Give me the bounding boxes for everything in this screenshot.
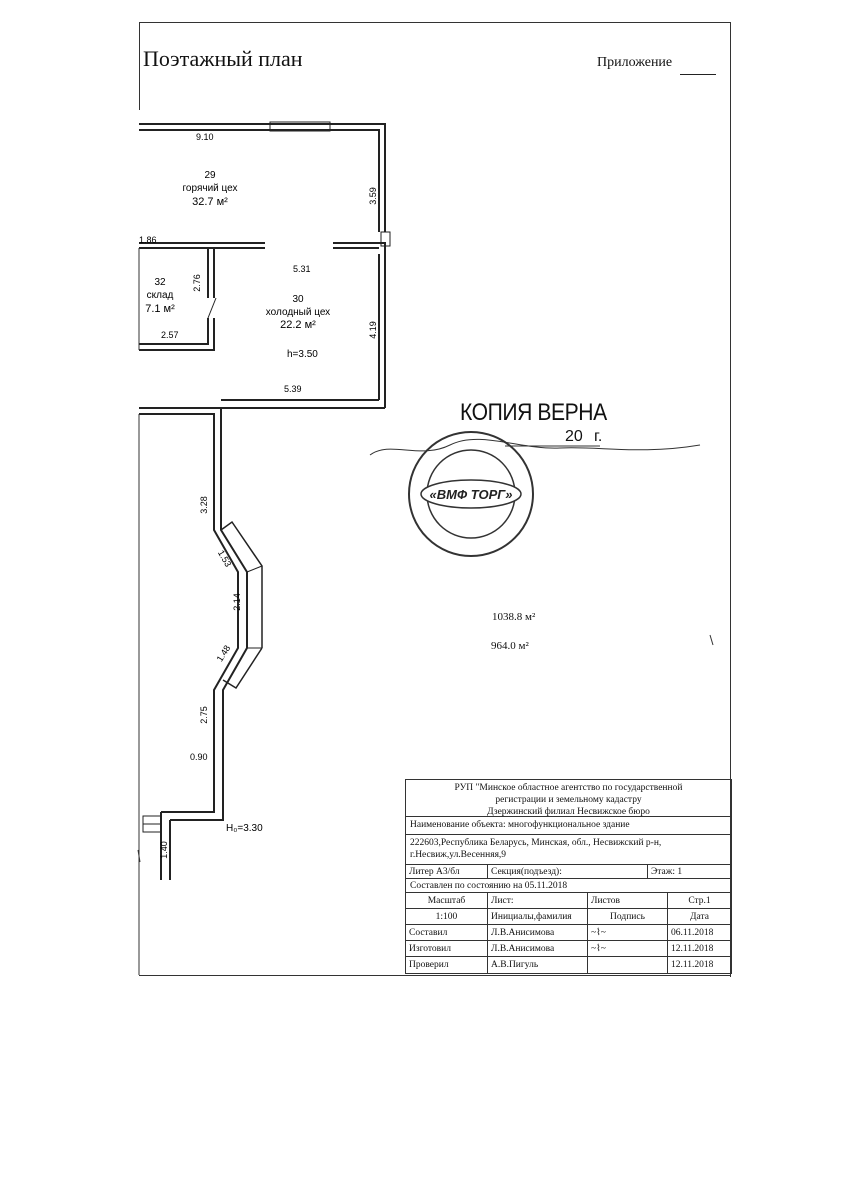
- partition-32-bottom: [139, 318, 215, 351]
- frame-right-border: [730, 22, 731, 977]
- room-30-name: холодный цех: [266, 307, 330, 318]
- organization: РУП "Минское областное агентство по госу…: [406, 780, 731, 817]
- dim-2-57: 2.57: [161, 330, 179, 340]
- frame-top-border: [139, 22, 731, 23]
- dim-5-39: 5.39: [284, 384, 302, 394]
- dim-1-86: 1.86: [139, 235, 157, 245]
- object-address: 222603,Республика Беларусь, Минская, обл…: [406, 835, 731, 865]
- liter-row: Литер А3/бл Секция(подъезд): Этаж: 1: [406, 865, 731, 879]
- partition-32-right: [207, 248, 215, 298]
- compiled-state: Составлен по состоянию на 05.11.2018: [406, 879, 731, 893]
- door-room-32: [207, 297, 217, 319]
- room-29-name: горячий цех: [183, 183, 238, 194]
- outer-wall-inner-line: [139, 413, 239, 813]
- entry-height-label: H₀=3.30: [226, 823, 263, 834]
- stamp-year-suffix: г.: [594, 428, 603, 445]
- dim-3-28: 3.28: [199, 496, 209, 514]
- room-30-number: 30: [292, 294, 304, 305]
- page-title: Поэтажный план: [143, 46, 303, 71]
- room-32-area: 7.1 м²: [145, 303, 175, 315]
- dim-3-59: 3.59: [368, 187, 378, 205]
- header-row: Масштаб Лист: Листов Стр.1: [406, 893, 731, 909]
- frame-left-border: [139, 22, 140, 110]
- liter: Литер А3/бл: [406, 865, 488, 878]
- appendix-label: Приложение: [597, 55, 673, 70]
- wall-room-29-outer: [139, 123, 386, 232]
- room-29-number: 29: [204, 170, 216, 181]
- living-area: 964.0 м²: [491, 640, 529, 652]
- dim-0-90: 0.90: [190, 752, 208, 762]
- dim-2-76: 2.76: [192, 274, 202, 292]
- total-area: 1038.8 м²: [492, 611, 536, 623]
- stamp-year: 20: [565, 428, 583, 445]
- floor: Этаж: 1: [651, 867, 683, 877]
- dim-2-14: 2.14: [232, 593, 242, 611]
- object-name: Наименование объекта: многофункционально…: [406, 817, 731, 835]
- dim-5-31: 5.31: [293, 264, 311, 274]
- dim-1-40: 1.40: [159, 841, 169, 859]
- wall-room-29-inner: [139, 129, 380, 232]
- partition-29-lower: [139, 242, 265, 249]
- dim-4-19: 4.19: [368, 321, 378, 339]
- title-block: РУП "Минское областное агентство по госу…: [405, 779, 732, 974]
- handwritten-signature: [369, 438, 701, 456]
- signer-row: Составил Л.В.Анисимова ~⌇~ 06.11.2018: [406, 925, 731, 941]
- signature-mark: ~⌇~: [588, 941, 668, 956]
- frame-bottom-border: [139, 975, 731, 976]
- certified-copy-title: КОПИЯ ВЕРНА: [460, 399, 607, 426]
- room-29-area: 32.7 м²: [192, 196, 228, 208]
- room-32-name: склад: [147, 290, 174, 301]
- appendix-number-line: [680, 74, 716, 75]
- dim-1-53: 1.53: [216, 548, 233, 568]
- dim-1-48: 1.48: [215, 643, 233, 663]
- company-seal: «ВМФ ТОРГ»: [408, 431, 534, 557]
- window-top: [269, 121, 331, 132]
- signature-mark: ~⌇~: [588, 925, 668, 940]
- signer-row: Проверил А.В.Пигуль 12.11.2018: [406, 957, 731, 973]
- dim-2-75: 2.75: [199, 706, 209, 724]
- room-30-area: 22.2 м²: [280, 319, 316, 331]
- section: Секция(подъезд):: [488, 865, 648, 878]
- seal-text: «ВМФ ТОРГ»: [430, 487, 513, 502]
- signer-row: Изготовил Л.В.Анисимова ~⌇~ 12.11.2018: [406, 941, 731, 957]
- dim-9-10: 9.10: [196, 132, 214, 142]
- labels-row: 1:100 Инициалы,фамилия Подпись Дата: [406, 909, 731, 925]
- height-label: h=3.50: [287, 349, 318, 360]
- outer-wall-outer-line: [170, 408, 248, 821]
- room-32-number: 32: [154, 277, 166, 288]
